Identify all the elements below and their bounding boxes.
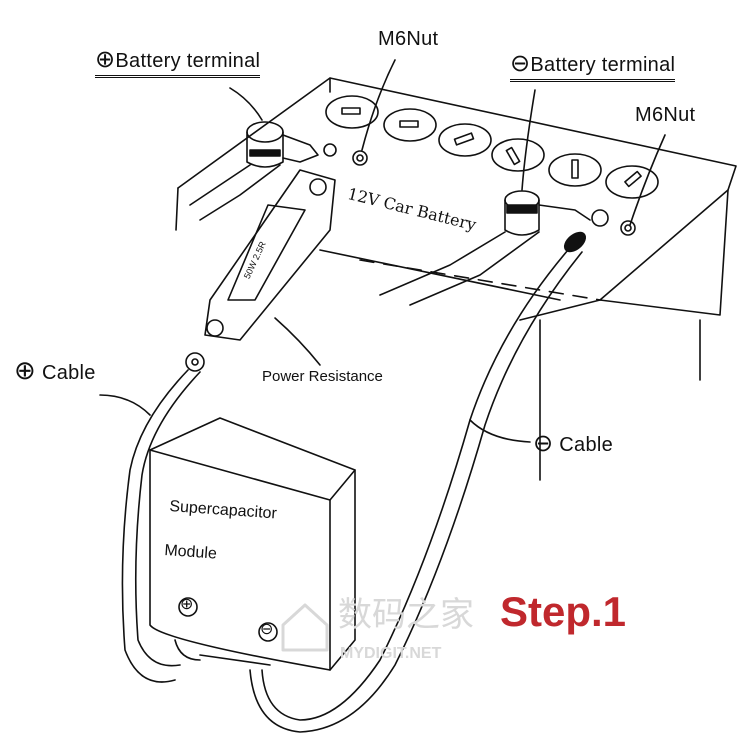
power-resistance-label: Power Resistance <box>262 368 383 385</box>
neg-battery-terminal-label: ⊖Battery terminal <box>510 50 676 82</box>
pos-cable-label: ⊕ Cable <box>14 355 96 385</box>
module-label-line2: Module <box>163 542 218 563</box>
neg-cable-label: ⊖ Cable <box>533 430 614 457</box>
leader-neg-cable <box>469 419 531 443</box>
watermark-logo-icon <box>281 603 329 652</box>
leader-power-resistance <box>274 317 321 366</box>
m6nut-right-label: M6Nut <box>635 104 696 126</box>
battery-caps <box>325 95 659 199</box>
car-battery <box>175 77 737 481</box>
m6nut-left-label: M6Nut <box>378 28 439 50</box>
leader-neg-terminal <box>521 89 536 191</box>
negative-terminal <box>379 190 636 306</box>
watermark-cn: 数码之家 <box>338 596 474 634</box>
negative-cable <box>249 231 587 733</box>
leader-m6nut-right <box>629 134 666 226</box>
leader-pos-terminal <box>229 87 263 121</box>
step-label: Step.1 <box>500 588 627 635</box>
module-neg-terminal-icon <box>258 622 278 642</box>
pos-battery-terminal-label: ⊕Battery terminal <box>95 46 261 78</box>
watermark-en: MYDIGIT.NET <box>340 645 442 662</box>
leader-pos-cable <box>99 394 151 416</box>
module-pos-terminal-icon <box>178 597 198 617</box>
supercapacitor-module <box>149 417 356 671</box>
positive-terminal <box>189 121 368 221</box>
power-resistor <box>204 169 336 341</box>
module-pos-symbol: ⊕ <box>180 596 194 613</box>
module-neg-symbol: ⊖ <box>260 621 274 638</box>
positive-cable <box>121 352 205 683</box>
leader-m6nut-left <box>361 59 396 151</box>
